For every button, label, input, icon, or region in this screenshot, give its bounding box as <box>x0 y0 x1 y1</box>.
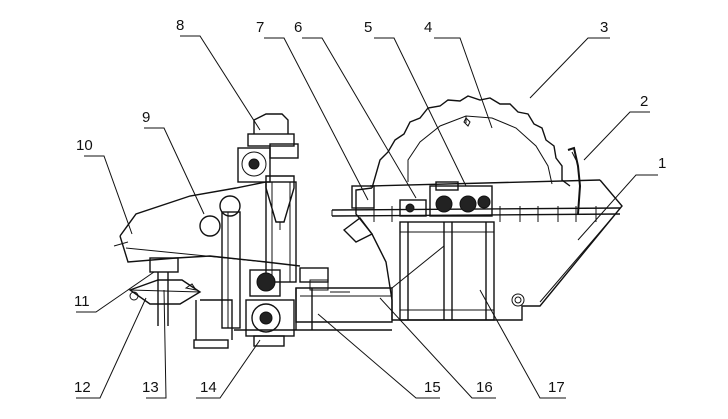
callout-6: 6 <box>294 19 302 36</box>
callout-1: 1 <box>658 155 666 172</box>
drive-unit <box>399 181 493 217</box>
callout-3: 3 <box>600 19 608 36</box>
support-frame <box>391 221 525 321</box>
callout-5: 5 <box>364 19 372 36</box>
callout-13: 13 <box>142 379 159 396</box>
bucket-wheel <box>371 95 571 189</box>
dewatering-screen <box>113 181 301 267</box>
callout-16: 16 <box>476 379 493 396</box>
callout-15: 15 <box>424 379 441 396</box>
callout-12: 12 <box>74 379 91 396</box>
callout-8: 8 <box>176 17 184 34</box>
callout-4: 4 <box>424 19 432 36</box>
dewatering-arm <box>567 146 582 215</box>
callout-7: 7 <box>256 19 264 36</box>
tank-base <box>234 279 393 331</box>
hydrocyclone <box>237 113 299 283</box>
center-pillar <box>221 211 241 329</box>
callout-2: 2 <box>640 93 648 110</box>
callout-14: 14 <box>200 379 217 396</box>
callout-17: 17 <box>548 379 565 396</box>
callout-10: 10 <box>76 137 93 154</box>
screen-support <box>128 257 329 349</box>
callout-11: 11 <box>74 293 90 310</box>
conveyor-beam <box>331 206 621 222</box>
leader-lines <box>76 35 658 399</box>
callout-9: 9 <box>142 109 150 126</box>
slurry-pump <box>245 269 295 347</box>
feed-chute <box>342 185 375 243</box>
callout-labels: 1 2 3 4 5 6 7 8 9 10 11 12 13 14 15 16 1… <box>74 17 666 396</box>
